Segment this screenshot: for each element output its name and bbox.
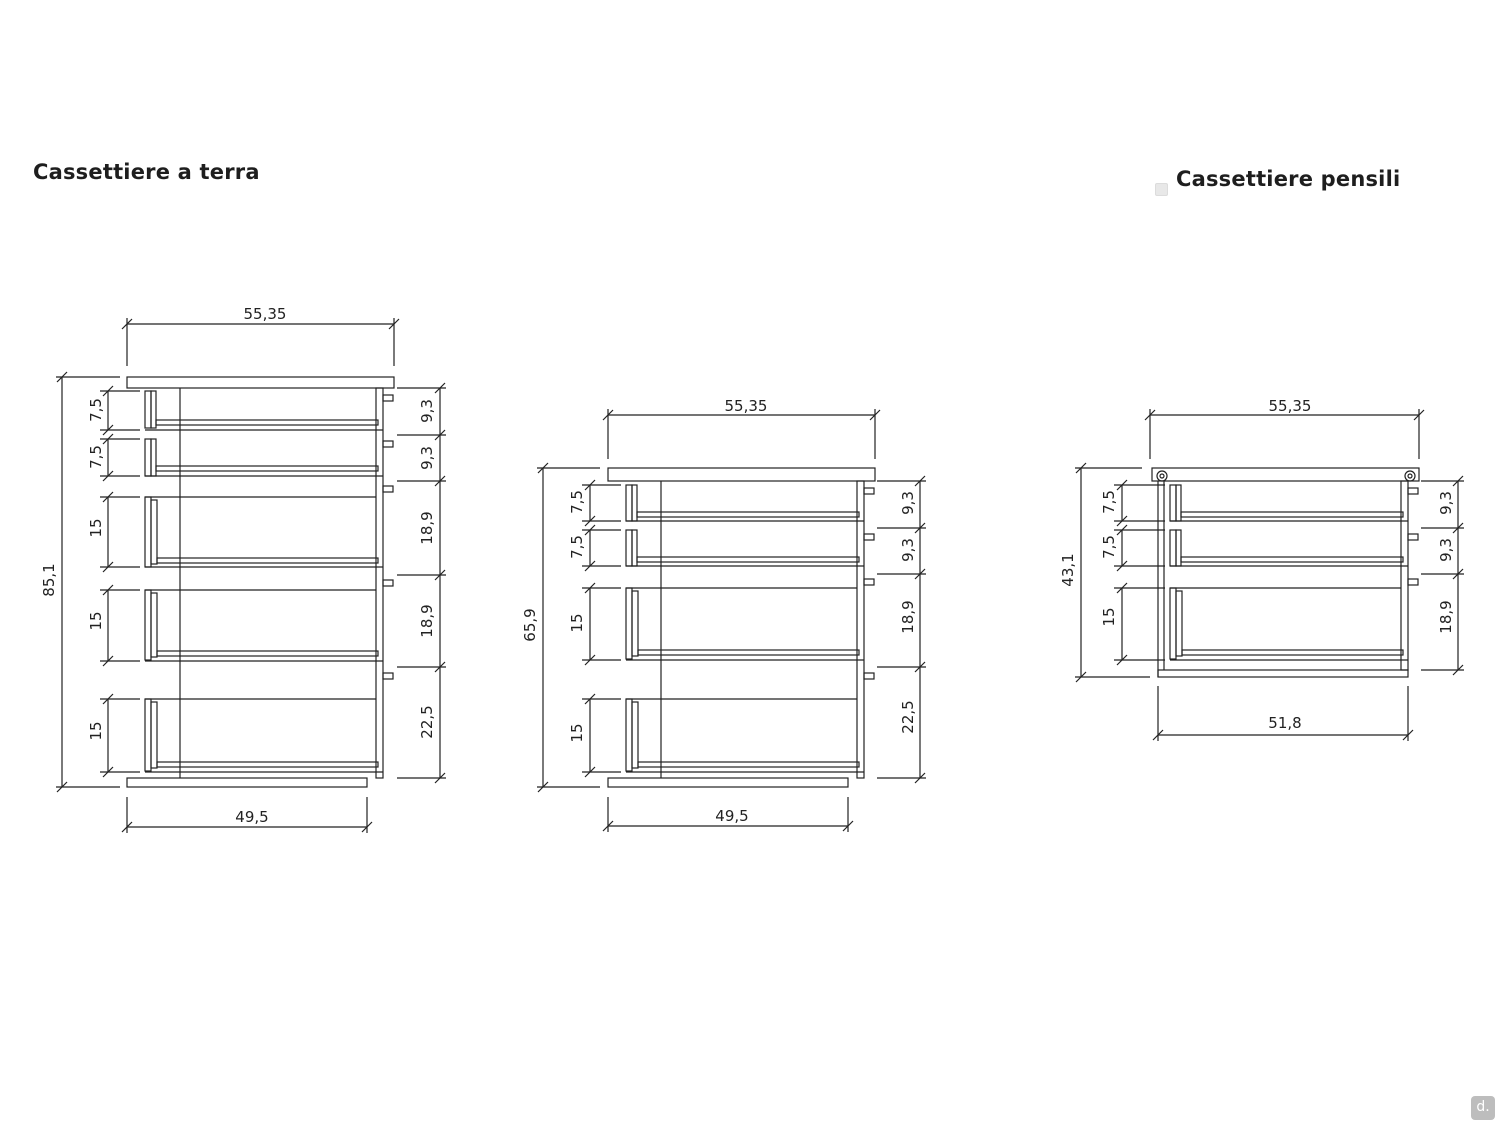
label-front-height: 15 — [87, 721, 105, 740]
label-drawer-height: 18,9 — [418, 604, 436, 637]
label-drawer-height: 22,5 — [899, 700, 917, 733]
drawer — [144, 672, 394, 773]
dimension-total-height — [56, 371, 120, 793]
hanging-bracket — [1407, 473, 1413, 479]
side-panel — [375, 387, 384, 779]
label-front-height: 7,5 — [87, 398, 105, 422]
label-front-height: 15 — [568, 723, 586, 742]
drawer — [625, 484, 875, 522]
watermark-logo: d. — [1471, 1096, 1495, 1120]
label-front-height: 15 — [87, 611, 105, 630]
label-top-width: 55,35 — [725, 397, 768, 415]
label-front-height: 15 — [568, 613, 586, 632]
label-front-height: 7,5 — [1100, 535, 1118, 559]
title-floor-units: Cassettiere a terra — [33, 160, 260, 184]
dimension-top-width — [121, 318, 400, 366]
title-wall-units: Cassettiere pensili — [1176, 167, 1401, 191]
dimension-right-chain — [1421, 475, 1464, 676]
label-total-height: 65,9 — [521, 608, 539, 641]
dimension-total-height — [1075, 462, 1150, 683]
drawer — [1169, 484, 1419, 522]
label-total-height: 43,1 — [1059, 553, 1077, 586]
dimension-bottom-width — [121, 797, 373, 833]
label-front-height: 7,5 — [568, 535, 586, 559]
dimension-right-chain — [397, 382, 446, 784]
dimension-left-chain — [582, 479, 621, 778]
drawing-floor-5-drawers: 55,35 49,5 85,1 7,5 7,5 15 15 15 9,3 9,3… — [40, 305, 446, 833]
bottom-panel — [1157, 669, 1409, 678]
label-drawer-height: 9,3 — [418, 399, 436, 423]
top-plate — [1151, 467, 1420, 482]
label-top-width: 55,35 — [1269, 397, 1312, 415]
hanging-bracket — [1156, 470, 1168, 482]
label-drawer-height: 22,5 — [418, 705, 436, 738]
label-top-width: 55,35 — [244, 305, 287, 323]
dimension-left-chain — [100, 385, 140, 778]
dimension-bottom-width — [1152, 686, 1414, 741]
dimension-top-width — [1144, 409, 1425, 459]
label-drawer-height: 18,9 — [899, 600, 917, 633]
drawing-floor-4-drawers: 55,35 49,5 65,9 7,5 7,5 15 15 9,3 9,3 18… — [521, 397, 926, 832]
top-plate — [126, 376, 395, 389]
dimension-top-width — [602, 409, 881, 459]
label-total-height: 85,1 — [40, 563, 58, 596]
drawer — [144, 485, 394, 568]
bottom-plinth — [126, 777, 368, 788]
top-plate — [607, 467, 876, 482]
label-front-height: 15 — [87, 518, 105, 537]
label-bottom-width: 49,5 — [715, 807, 748, 825]
label-drawer-height: 18,9 — [1437, 600, 1455, 633]
drawer — [1169, 578, 1419, 661]
label-front-height: 7,5 — [87, 445, 105, 469]
bullet-marker — [1155, 183, 1168, 196]
hanging-bracket — [1404, 470, 1416, 482]
drawer — [144, 438, 394, 477]
label-bottom-width: 49,5 — [235, 808, 268, 826]
label-drawer-height: 9,3 — [899, 538, 917, 562]
drawing-wall-3-drawers: 55,35 51,8 43,1 7,5 7,5 15 9,3 9,3 18,9 — [1059, 397, 1464, 741]
drawer — [1169, 529, 1419, 567]
hanging-bracket — [1159, 473, 1165, 479]
drawer — [625, 529, 875, 567]
bottom-plinth — [607, 777, 849, 788]
drawer — [144, 390, 394, 431]
label-front-height: 7,5 — [1100, 490, 1118, 514]
label-drawer-height: 9,3 — [899, 491, 917, 515]
dimension-left-chain — [1114, 479, 1165, 666]
drawer — [144, 579, 394, 662]
label-front-height: 7,5 — [568, 490, 586, 514]
label-drawer-height: 9,3 — [418, 446, 436, 470]
dimension-bottom-width — [602, 797, 854, 832]
drawer — [625, 672, 875, 773]
label-front-height: 15 — [1100, 607, 1118, 626]
side-panel — [1400, 480, 1409, 671]
label-bottom-width: 51,8 — [1268, 714, 1301, 732]
label-drawer-height: 9,3 — [1437, 538, 1455, 562]
side-panel — [856, 480, 865, 779]
label-drawer-height: 9,3 — [1437, 491, 1455, 515]
dimension-total-height — [537, 462, 600, 793]
drawer — [625, 578, 875, 661]
label-drawer-height: 18,9 — [418, 511, 436, 544]
dimension-right-chain — [877, 475, 926, 784]
